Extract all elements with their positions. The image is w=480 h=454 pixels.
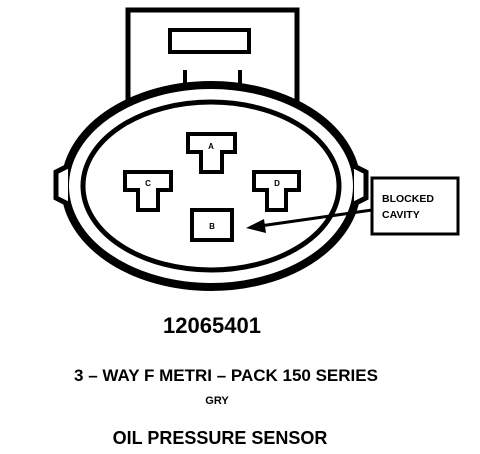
callout-line-2: CAVITY	[382, 209, 420, 221]
blocked-cavity-callout: BLOCKED CAVITY	[370, 176, 460, 236]
connector-body-inner	[80, 99, 342, 273]
pin-label-c: C	[145, 179, 151, 188]
part-number: 12065401	[163, 313, 261, 338]
callout-line-1: BLOCKED	[382, 193, 434, 205]
pin-label-b: B	[209, 222, 215, 231]
connector-color: GRY	[205, 395, 229, 407]
component-name: OIL PRESSURE SENSOR	[113, 428, 328, 448]
left-latch	[53, 163, 70, 207]
pin-label-d: D	[274, 179, 280, 188]
terminal-a: A	[186, 132, 237, 174]
connector-description: 3 – WAY F METRI – PACK 150 SERIES	[74, 366, 378, 385]
callout-arrow	[246, 208, 373, 233]
terminal-b: B	[190, 208, 234, 242]
terminal-c: C	[123, 170, 173, 212]
terminal-d: D	[252, 170, 301, 212]
right-latch	[352, 163, 369, 207]
pin-label-a: A	[208, 142, 214, 151]
